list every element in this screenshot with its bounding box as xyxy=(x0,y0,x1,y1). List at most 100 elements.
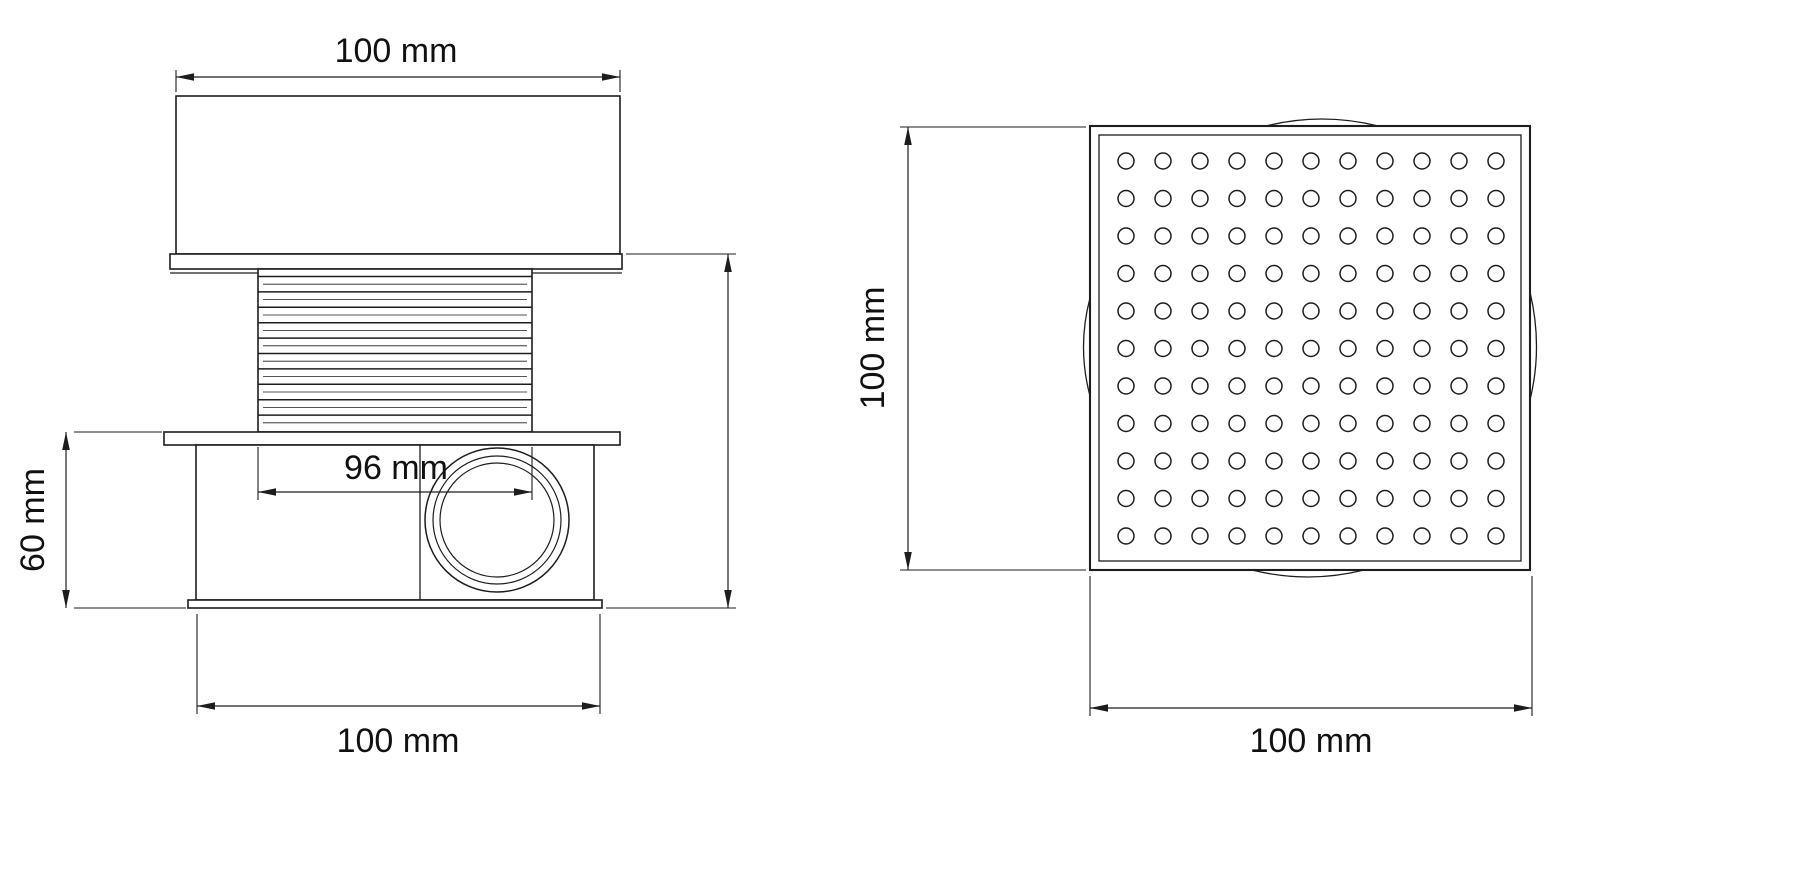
grate-hole xyxy=(1228,189,1246,208)
grip-tab-top xyxy=(1265,118,1379,127)
grate-hole xyxy=(1228,527,1246,545)
grate-holes xyxy=(1117,152,1505,545)
grate-hole xyxy=(1450,302,1468,320)
grate-hole xyxy=(1191,152,1209,170)
grate-hole xyxy=(1154,377,1172,395)
body-base-flange xyxy=(187,599,603,609)
grate-hole xyxy=(1117,339,1135,358)
dim-label-grate-height: 100 mm xyxy=(854,287,892,410)
grate-hole xyxy=(1376,189,1394,208)
grip-tab-right xyxy=(1529,291,1538,401)
grate-hole xyxy=(1339,302,1357,320)
grate-hole xyxy=(1228,227,1246,245)
arrow-left-icon xyxy=(176,73,194,81)
grate-hole xyxy=(1154,227,1172,245)
grate-hole xyxy=(1376,152,1394,170)
grip-tab-bottom xyxy=(1251,569,1365,578)
grate-hole xyxy=(1117,414,1135,433)
grate-hole xyxy=(1302,189,1320,208)
grate-hole xyxy=(1376,489,1394,508)
grate-hole xyxy=(1154,414,1172,433)
grate-hole xyxy=(1450,227,1468,245)
grate-hole xyxy=(1339,489,1357,508)
grate-hole xyxy=(1228,414,1246,433)
grate-hole xyxy=(1117,377,1135,395)
dim-top-view-height: 100 mm xyxy=(854,126,1086,571)
grate-hole xyxy=(1339,189,1357,208)
grate-hole xyxy=(1191,302,1209,320)
grate-hole xyxy=(1117,264,1135,283)
arrow-right-icon xyxy=(602,73,620,81)
dim-side-bottom-width: 100 mm xyxy=(196,614,601,760)
grate-hole xyxy=(1450,339,1468,358)
grate-hole xyxy=(1413,489,1431,508)
grate-hole xyxy=(1450,189,1468,208)
arrow-up-icon xyxy=(904,127,912,145)
grate-hole xyxy=(1191,264,1209,283)
grate-hole xyxy=(1339,264,1357,283)
grate-hole xyxy=(1265,452,1283,470)
top-view: 100 mm 100 mm xyxy=(854,118,1538,760)
grate-hole xyxy=(1191,452,1209,470)
grate-hole xyxy=(1413,189,1431,208)
grate-hole xyxy=(1117,152,1135,170)
outlet-pipe-mid xyxy=(432,455,562,585)
grate-hole xyxy=(1302,339,1320,358)
arrow-up-icon xyxy=(724,254,732,272)
grate-hole xyxy=(1228,489,1246,508)
grate-hole xyxy=(1228,264,1246,283)
grate-hole xyxy=(1487,527,1505,545)
arrow-left-icon xyxy=(258,488,276,496)
grate-hole xyxy=(1487,227,1505,245)
grate-hole xyxy=(1413,452,1431,470)
grate-hole xyxy=(1450,414,1468,433)
grate-hole xyxy=(1117,527,1135,545)
grate-hole xyxy=(1339,339,1357,358)
arrow-right-icon xyxy=(1514,704,1532,712)
grate-hole xyxy=(1302,489,1320,508)
grate-hole xyxy=(1376,377,1394,395)
grate-hole xyxy=(1339,527,1357,545)
grate-outer-frame xyxy=(1088,124,1532,572)
grate-hole xyxy=(1413,264,1431,283)
grate-hole xyxy=(1154,189,1172,208)
grate-hole xyxy=(1487,189,1505,208)
grate-hole xyxy=(1265,227,1283,245)
lower-flange xyxy=(163,431,621,446)
grate-hole xyxy=(1265,264,1283,283)
grate-hole xyxy=(1302,452,1320,470)
grate-hole xyxy=(1302,527,1320,545)
grate-hole xyxy=(1413,339,1431,358)
grate-hole xyxy=(1117,452,1135,470)
grate-hole xyxy=(1154,152,1172,170)
grate-hole xyxy=(1191,339,1209,358)
grate-hole xyxy=(1487,264,1505,283)
grate-hole xyxy=(1376,414,1394,433)
grate-hole xyxy=(1302,264,1320,283)
grate-hole xyxy=(1413,227,1431,245)
arrow-right-icon xyxy=(582,702,600,710)
grate-hole xyxy=(1413,377,1431,395)
grate-hole xyxy=(1265,302,1283,320)
grate-hole xyxy=(1228,339,1246,358)
grate-hole xyxy=(1191,489,1209,508)
outlet-pipe-outer xyxy=(424,447,570,593)
grate-hole xyxy=(1302,152,1320,170)
grate-hole xyxy=(1191,377,1209,395)
dim-side-top-width: 100 mm xyxy=(175,32,621,92)
grate-hole xyxy=(1265,189,1283,208)
arrow-right-icon xyxy=(514,488,532,496)
grate-hole xyxy=(1413,152,1431,170)
dim-label-top-width: 100 mm xyxy=(335,32,458,70)
grate-hole xyxy=(1191,189,1209,208)
grate-hole xyxy=(1154,489,1172,508)
grate-hole xyxy=(1450,452,1468,470)
grate-hole xyxy=(1487,489,1505,508)
grate-hole xyxy=(1117,227,1135,245)
grate-hole xyxy=(1376,227,1394,245)
grate-hole xyxy=(1339,452,1357,470)
grate-hole xyxy=(1339,152,1357,170)
arrow-up-icon xyxy=(62,432,70,450)
grate-hole xyxy=(1154,339,1172,358)
